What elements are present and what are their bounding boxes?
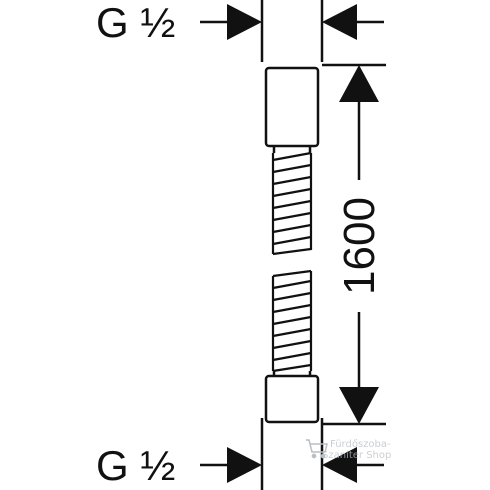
- fitting-body-top: [264, 66, 320, 148]
- length-dimension-value: 1600: [335, 197, 384, 295]
- fitting-body-bottom: [264, 374, 320, 424]
- length-dimension: [322, 63, 386, 426]
- watermark-line-2: Szaniter Shop: [322, 450, 391, 461]
- hose-spiral-lower: [271, 269, 313, 373]
- top-width-dimension: [200, 0, 384, 62]
- shop-watermark: Fürdőszoba- Szaniter Shop: [306, 438, 391, 461]
- hose-fitting-top: [264, 66, 320, 153]
- shopping-cart-icon: [306, 439, 328, 459]
- top-arrow-head-right: [322, 4, 357, 40]
- watermark-line-1: Fürdőszoba-: [330, 438, 391, 450]
- bottom-arrow-head-right: [322, 447, 357, 483]
- hose-spiral-windings-lower: [272, 269, 312, 373]
- length-arrow-head-bottom: [339, 387, 379, 424]
- hose-fitting-bottom: [264, 371, 320, 424]
- bottom-arrow-head-left: [227, 447, 262, 483]
- thread-size-label-bottom: G ½: [96, 442, 175, 489]
- hose-spiral-windings-upper: [272, 151, 312, 256]
- length-arrow-head-top: [339, 65, 379, 102]
- top-arrow-head-left: [227, 4, 262, 40]
- hose-spiral-upper: [271, 151, 313, 256]
- thread-size-label-top: G ½: [96, 0, 175, 46]
